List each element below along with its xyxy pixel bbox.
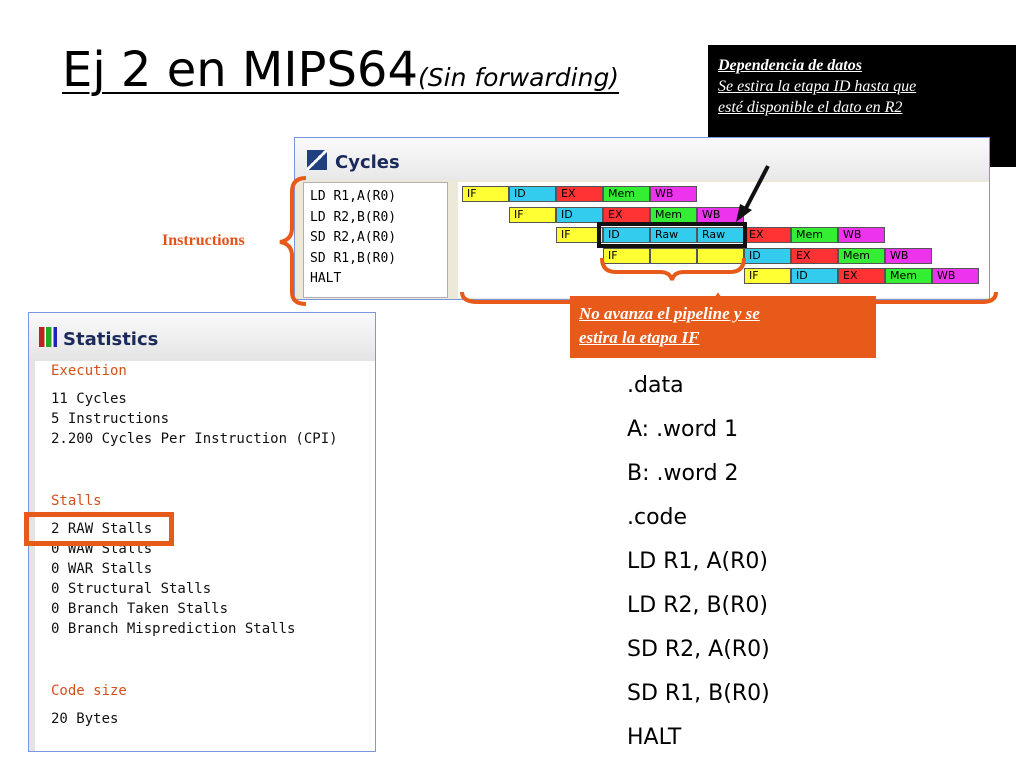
pipeline-cell: ID	[509, 186, 556, 202]
instruction-item[interactable]: HALT	[310, 271, 342, 286]
pipeline-cell: WB	[932, 268, 979, 284]
pipeline-cell: ID	[791, 268, 838, 284]
stall-branch-taken: 0 Branch Taken Stalls	[51, 601, 229, 617]
code-listing: .data A: .word 1 B: .word 2 .code LD R1,…	[627, 370, 770, 766]
pipeline-callout-line1: No avanza el pipeline y se	[579, 304, 760, 323]
pipeline-cell: EX	[744, 227, 791, 243]
statistics-window-icon	[39, 327, 57, 347]
pipeline-cell: Mem	[791, 227, 838, 243]
execution-cpi: 2.200 Cycles Per Instruction (CPI)	[51, 431, 338, 447]
pipeline-callout-line2: estira la etapa IF	[579, 328, 700, 347]
code-line: .data	[627, 373, 684, 398]
slide-title-sub: (Sin forwarding)	[418, 63, 620, 92]
pipeline-cell: WB	[650, 186, 697, 202]
dependency-callout-line2: esté disponible el dato en R2	[718, 99, 903, 116]
pipeline-cell: WB	[885, 247, 932, 264]
pipeline-callout: No avanza el pipeline y se estira la eta…	[570, 296, 876, 358]
statistics-body: Execution 11 Cycles 5 Instructions 2.200…	[29, 361, 375, 751]
code-line: LD R1, A(R0)	[627, 549, 768, 574]
code-line: LD R2, B(R0)	[627, 593, 769, 618]
code-line: SD R1, B(R0)	[627, 681, 770, 706]
statistics-window-title: Statistics	[63, 329, 159, 350]
pipeline-cell: ID	[603, 227, 650, 243]
stall-branch-misprediction: 0 Branch Misprediction Stalls	[51, 621, 296, 637]
code-line: SD R2, A(R0)	[627, 637, 770, 662]
slide-title: Ej 2 en MIPS64(Sin forwarding)	[62, 42, 619, 98]
code-line: A: .word 1	[627, 417, 739, 442]
raw-stall-highlight	[597, 222, 747, 248]
statistics-window: Statistics Execution 11 Cycles 5 Instruc…	[28, 312, 376, 752]
cycles-window-icon	[307, 150, 327, 170]
execution-instructions: 5 Instructions	[51, 411, 170, 427]
instruction-item[interactable]: LD R2,B(R0)	[310, 209, 397, 225]
cycles-window: Cycles LD R1,A(R0) LD R2,B(R0) SD R2,A(R…	[294, 137, 990, 300]
pipeline-cell: EX	[838, 268, 885, 284]
instruction-list: LD R1,A(R0) LD R2,B(R0) SD R2,A(R0) SD R…	[303, 182, 448, 298]
dependency-callout-line1: Se estira la etapa ID hasta que	[718, 78, 917, 95]
cycles-window-title: Cycles	[335, 152, 400, 173]
pipeline-cell: Mem	[838, 247, 885, 264]
slide-title-main: Ej 2 en MIPS64	[62, 42, 418, 98]
pipeline-cell: IF	[462, 186, 509, 202]
instruction-item[interactable]: SD R1,B(R0)	[310, 250, 397, 266]
cycles-titlebar[interactable]: Cycles	[295, 138, 989, 180]
stall-structural: 0 Structural Stalls	[51, 581, 212, 597]
statistics-titlebar[interactable]: Statistics	[29, 313, 375, 361]
pipeline-cell: Mem	[650, 206, 697, 223]
stall-raw: 2 RAW Stalls	[51, 521, 153, 537]
pipeline-cell: ID	[744, 247, 791, 264]
pipeline-cell: IF	[603, 247, 650, 264]
pipeline-cell	[697, 247, 744, 264]
stall-war: 0 WAR Stalls	[51, 561, 153, 577]
execution-header: Execution	[51, 363, 127, 379]
pipeline-cell: Raw	[697, 227, 744, 243]
instructions-label: Instructions	[162, 232, 245, 249]
pipeline-cell: Raw	[650, 227, 697, 243]
pipeline-cell: IF	[744, 268, 791, 284]
pipeline-cell: EX	[603, 206, 650, 223]
pipeline-cell: Mem	[885, 268, 932, 284]
instruction-item[interactable]: LD R1,A(R0)	[310, 189, 397, 204]
pipeline-cell: IF	[556, 227, 603, 243]
code-line: .code	[627, 505, 688, 530]
stalls-header: Stalls	[51, 493, 102, 509]
pipeline-cell	[650, 247, 697, 264]
instruction-item[interactable]: SD R2,A(R0)	[310, 230, 397, 245]
pipeline-cell: EX	[791, 247, 838, 264]
pipeline-cell: ID	[556, 206, 603, 223]
code-line: B: .word 2	[627, 461, 739, 486]
pipeline-cell: WB	[838, 227, 885, 243]
code-line: HALT	[627, 725, 682, 750]
dependency-callout-title: Dependencia de datos	[718, 57, 862, 74]
code-size-header: Code size	[51, 683, 127, 699]
pipeline-cell: EX	[556, 186, 603, 202]
execution-cycles: 11 Cycles	[51, 391, 127, 407]
pipeline-cell: WB	[697, 206, 744, 223]
pipeline-cell: Mem	[603, 186, 650, 202]
pipeline-cell: IF	[509, 206, 556, 223]
raw-stalls-highlight	[24, 512, 174, 546]
code-size-value: 20 Bytes	[51, 711, 119, 727]
